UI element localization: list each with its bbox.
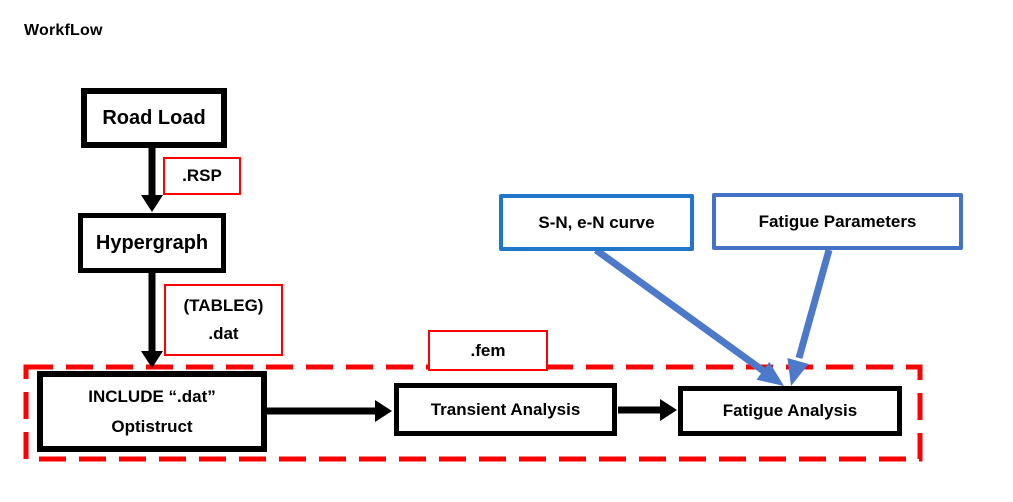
arrow-transient-to-fatigue — [618, 399, 677, 421]
node-fatigue-analysis-label: Fatigue Analysis — [722, 401, 858, 420]
node-fatigue-parameters: Fatigue Parameters — [712, 193, 963, 250]
node-hypergraph: Hypergraph — [78, 213, 226, 273]
file-label-fem: .fem — [428, 330, 548, 371]
diagram-title: WorkfLow — [24, 22, 103, 39]
arrow-include-to-transient — [267, 400, 392, 422]
node-fatigue-analysis: Fatigue Analysis — [678, 386, 902, 436]
file-label-tableg-dat: (TABLEG) .dat — [164, 284, 283, 356]
arrow-fatigue-params-to-fatigue — [787, 249, 833, 386]
file-label-fem-text: .fem — [470, 340, 506, 360]
node-sn-en-curve: S-N, e-N curve — [499, 194, 694, 251]
file-label-tableg-line2: .dat — [208, 324, 239, 343]
arrow-hypergraph-to-include — [141, 273, 163, 368]
file-label-tableg-line1: (TABLEG) — [183, 296, 264, 315]
node-hypergraph-label: Hypergraph — [95, 231, 209, 254]
node-road-load: Road Load — [81, 88, 227, 148]
node-fatigue-parameters-label: Fatigue Parameters — [758, 211, 917, 231]
node-road-load-label: Road Load — [102, 106, 206, 129]
arrow-roadload-to-hypergraph — [141, 147, 163, 212]
file-label-rsp: .RSP — [163, 157, 241, 195]
node-sn-en-curve-label: S-N, e-N curve — [538, 212, 655, 232]
arrow-sn-curve-to-fatigue — [593, 247, 784, 386]
node-transient-analysis-label: Transient Analysis — [430, 399, 581, 419]
node-include-line2: Optistruct — [111, 416, 193, 436]
file-label-rsp-text: .RSP — [182, 166, 222, 185]
node-transient-analysis: Transient Analysis — [394, 383, 617, 436]
node-include-optistruct: INCLUDE “.dat” Optistruct — [37, 371, 267, 452]
node-include-line1: INCLUDE “.dat” — [88, 386, 216, 406]
